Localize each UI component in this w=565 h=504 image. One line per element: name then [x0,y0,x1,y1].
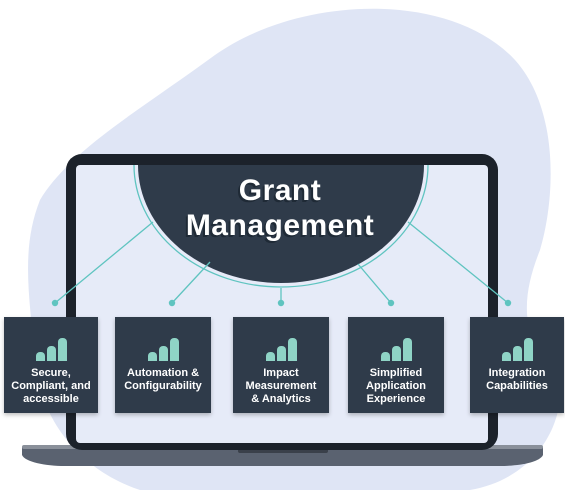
bar-chart-icon [380,337,412,361]
bar-chart-icon [265,337,297,361]
laptop-base [22,447,543,466]
title-line-2: Management [185,209,375,242]
feature-card-automation: Automation & Configurability [115,317,211,413]
connector-dot-1 [51,299,59,307]
connector-line-2 [171,261,211,304]
feature-label: Secure, Compliant, and accessible [11,367,91,405]
title-semicircle [138,165,424,283]
feature-label: Impact Measurement & Analytics [245,367,317,405]
feature-label: Integration Capabilities [486,367,548,392]
feature-label: Automation & Configurability [124,367,202,392]
connector-dot-2 [168,299,176,307]
feature-card-impact: Impact Measurement & Analytics [233,317,329,413]
connector-line-4 [357,263,392,304]
title-line-1: Grant [238,174,322,207]
connector-dots [51,299,512,307]
feature-card-integration: Integration Capabilities [470,317,564,413]
bar-chart-icon [501,337,533,361]
feature-card-simplified: Simplified Application Experience [348,317,444,413]
bar-chart-icon [35,337,67,361]
connector-lines [54,221,509,304]
feature-card-secure: Secure, Compliant, and accessible [4,317,98,413]
connector-dot-5 [504,299,512,307]
connector-line-5 [407,221,509,304]
connector-dot-4 [387,299,395,307]
feature-label: Simplified Application Experience [366,367,426,405]
connector-dot-3 [277,299,285,307]
bar-chart-icon [147,337,179,361]
title-semicircle-outline [133,164,429,288]
connector-line-1 [54,221,154,304]
